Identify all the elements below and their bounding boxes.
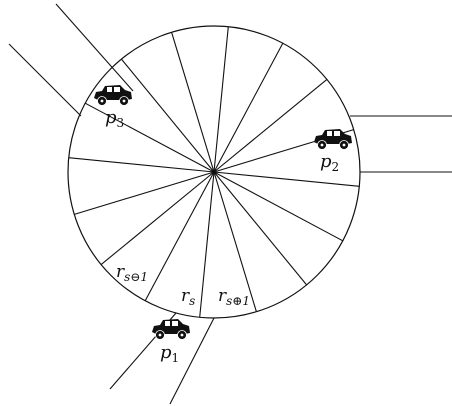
sector-spoke [213,171,344,242]
car-icon [152,319,190,340]
label-rs: rs [181,286,195,308]
sector-spokes [68,26,360,318]
sector-spoke [74,171,215,215]
sector-spoke [213,171,257,312]
label-p1: p1 [160,342,179,365]
car-icon [314,129,352,150]
sector-spoke [68,157,215,173]
sector-spoke [213,42,284,173]
car-icon [94,85,132,106]
sector-spoke [84,102,215,173]
road-bottom-edge-b [169,317,215,405]
sector-spoke [213,171,360,187]
sector-spoke [100,171,215,266]
label-rs-plus-1: rs⊕1 [218,286,250,308]
sector-spoke [213,171,308,286]
sector-spoke [171,32,215,173]
road-top-left-edge-a [55,3,134,92]
road-top-left-edge-b [8,43,82,117]
sector-spoke [144,171,215,302]
sector-spoke [120,58,215,173]
label-p3: p3 [105,107,124,130]
sector-spoke [213,78,328,173]
label-rs-minus-1: rs⊖1 [116,262,148,284]
sector-spoke [199,171,215,318]
label-p2: p2 [320,151,339,174]
sector-spoke [213,26,229,173]
